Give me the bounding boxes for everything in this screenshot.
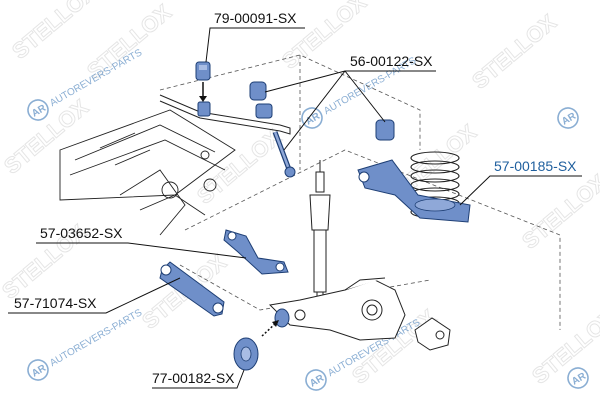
knuckle-bushing-part[interactable] — [233, 308, 290, 371]
site-watermark: AR AUTOREVERS-PARTS — [27, 307, 144, 381]
toe-link-part[interactable] — [159, 261, 225, 317]
arrow-head — [272, 320, 279, 327]
site-watermark: AR — [557, 107, 579, 129]
camber-arm-part[interactable] — [223, 229, 289, 275]
part-label-57-03652-SX[interactable]: 57-03652-SX — [40, 225, 123, 241]
leader-57-00185-SX — [459, 175, 582, 206]
wheel-knuckle — [268, 277, 451, 351]
watermark-brand: STELLOX — [467, 9, 561, 94]
leader-lines — [8, 27, 582, 389]
watermark-brand: STELLOX — [0, 94, 93, 179]
subframe-drawing — [59, 109, 236, 236]
watermark-brand: STELLOX — [192, 124, 286, 209]
leader-77-00182-SX — [152, 369, 245, 389]
spring-arm-part[interactable] — [357, 159, 471, 223]
watermark-brand: STELLOX — [517, 169, 600, 254]
stabilizer-bushing-part[interactable] — [195, 61, 211, 117]
watermark-brand: STELLOX — [7, 0, 101, 64]
site-watermark: AR — [567, 367, 589, 389]
site-watermark-layer: AR AUTOREVERS-PARTS AR AUTOREVERS-PARTS … — [27, 47, 589, 391]
leader-57-03652-SX — [36, 242, 247, 259]
part-label-79-00091-SX[interactable]: 79-00091-SX — [214, 10, 297, 26]
part-label-57-00185-SX[interactable]: 57-00185-SX — [494, 158, 577, 174]
leader-56-00122-SX — [264, 70, 436, 93]
part-label-77-00182-SX[interactable]: 77-00182-SX — [152, 370, 235, 386]
site-watermark-text: AUTOREVERS-PARTS — [48, 307, 144, 369]
bushing-arrow — [261, 322, 277, 337]
part-label-56-00122-SX[interactable]: 56-00122-SX — [350, 53, 433, 69]
part-label-57-71074-SX[interactable]: 57-71074-SX — [14, 295, 97, 311]
leader-56-00122-SX-c — [283, 70, 346, 151]
leader-79-00091-SX — [205, 27, 305, 63]
arrow-head — [199, 96, 207, 102]
leader-56-00122-SX-b — [344, 70, 386, 123]
leader-57-71074-SX — [8, 277, 181, 314]
watermark-brand: STELLOX — [527, 304, 600, 389]
shock-absorber — [309, 160, 331, 307]
link-mount-part[interactable] — [249, 81, 395, 178]
